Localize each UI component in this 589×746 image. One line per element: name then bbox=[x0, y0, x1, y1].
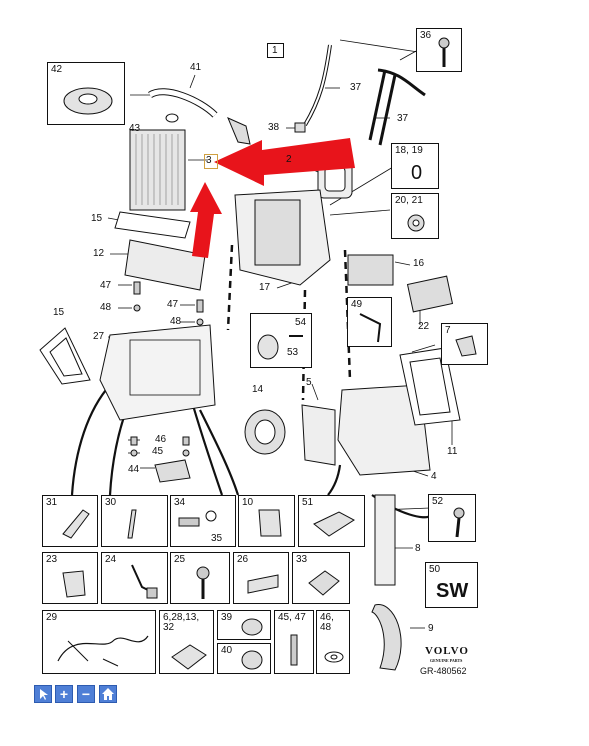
label-47-a: 47 bbox=[100, 280, 112, 291]
part-3-marker bbox=[204, 154, 218, 169]
label-2: 2 bbox=[286, 154, 292, 165]
part-box-33[interactable]: 33 bbox=[292, 552, 350, 604]
part-box-23[interactable]: 23 bbox=[42, 552, 98, 604]
part-box-39[interactable]: 39 bbox=[217, 610, 271, 640]
home-icon bbox=[102, 688, 114, 700]
part-box-26[interactable]: 26 bbox=[233, 552, 289, 604]
home-button[interactable] bbox=[99, 685, 117, 703]
volvo-logo: VOLVO bbox=[425, 645, 469, 657]
label-44: 44 bbox=[128, 464, 140, 475]
label-15-a: 15 bbox=[91, 213, 103, 224]
label-48-b: 48 bbox=[170, 316, 182, 327]
part-box-45-47[interactable]: 45, 47 bbox=[274, 610, 314, 674]
part-box-40[interactable]: 40 bbox=[217, 643, 271, 674]
label-14: 14 bbox=[252, 384, 264, 395]
part-box-42[interactable]: 42 bbox=[47, 62, 125, 125]
label-3: 3 bbox=[206, 155, 212, 166]
label-46: 46 bbox=[155, 434, 167, 445]
label-12: 12 bbox=[93, 248, 105, 259]
label-9: 9 bbox=[428, 623, 434, 634]
cursor-icon bbox=[40, 689, 48, 700]
label-4: 4 bbox=[431, 471, 437, 482]
part-box-29[interactable]: 29 bbox=[42, 610, 156, 674]
part-box-49[interactable]: 49 bbox=[347, 297, 392, 347]
label-48-a: 48 bbox=[100, 302, 112, 313]
label-43: 43 bbox=[129, 123, 141, 134]
label-15-b: 15 bbox=[53, 307, 65, 318]
part-box-6-28-13-32[interactable]: 6,28,13, 32 bbox=[159, 610, 214, 674]
label-11: 11 bbox=[447, 446, 458, 457]
part-box-10[interactable]: 10 bbox=[238, 495, 295, 547]
label-5: 5 bbox=[306, 377, 312, 388]
part-box-34-35[interactable]: 34 35 bbox=[170, 495, 236, 547]
label-17: 17 bbox=[259, 282, 271, 293]
part-box-20-21[interactable]: 20, 21 bbox=[391, 193, 439, 239]
label-27: 27 bbox=[93, 331, 105, 342]
part-box-51[interactable]: 51 bbox=[298, 495, 365, 547]
label-8: 8 bbox=[415, 543, 421, 554]
diagram-reference: GR-480562 bbox=[420, 666, 467, 676]
zoom-out-button[interactable]: − bbox=[77, 685, 95, 703]
part-box-24[interactable]: 24 bbox=[101, 552, 168, 604]
label-38: 38 bbox=[268, 122, 280, 133]
label-41: 41 bbox=[190, 62, 202, 73]
callout-1: 1 bbox=[267, 43, 284, 58]
part-box-31[interactable]: 31 bbox=[42, 495, 98, 547]
pointer-tool-button[interactable] bbox=[34, 685, 52, 703]
part-box-50[interactable]: 50 SW bbox=[425, 562, 478, 608]
part-box-53-54[interactable]: 54 53 bbox=[250, 313, 312, 368]
zoom-in-button[interactable]: + bbox=[55, 685, 73, 703]
label-45: 45 bbox=[152, 446, 164, 457]
part-box-46-48[interactable]: 46, 48 bbox=[316, 610, 350, 674]
part-box-7[interactable]: 7 bbox=[441, 323, 488, 365]
label-47-b: 47 bbox=[167, 299, 179, 310]
part-box-30[interactable]: 30 bbox=[101, 495, 168, 547]
label-37-b: 37 bbox=[397, 113, 409, 124]
part-box-18-19[interactable]: 18, 19 0 bbox=[391, 143, 439, 189]
label-16: 16 bbox=[413, 258, 425, 269]
label-22: 22 bbox=[418, 321, 430, 332]
part-box-36[interactable]: 36 bbox=[416, 28, 462, 72]
heater-core bbox=[129, 129, 186, 211]
part-box-25[interactable]: 25 bbox=[170, 552, 230, 604]
label-37-a: 37 bbox=[350, 82, 362, 93]
part-box-52[interactable]: 52 bbox=[428, 494, 476, 542]
genuine-parts: GENUINE PARTS bbox=[430, 658, 463, 663]
